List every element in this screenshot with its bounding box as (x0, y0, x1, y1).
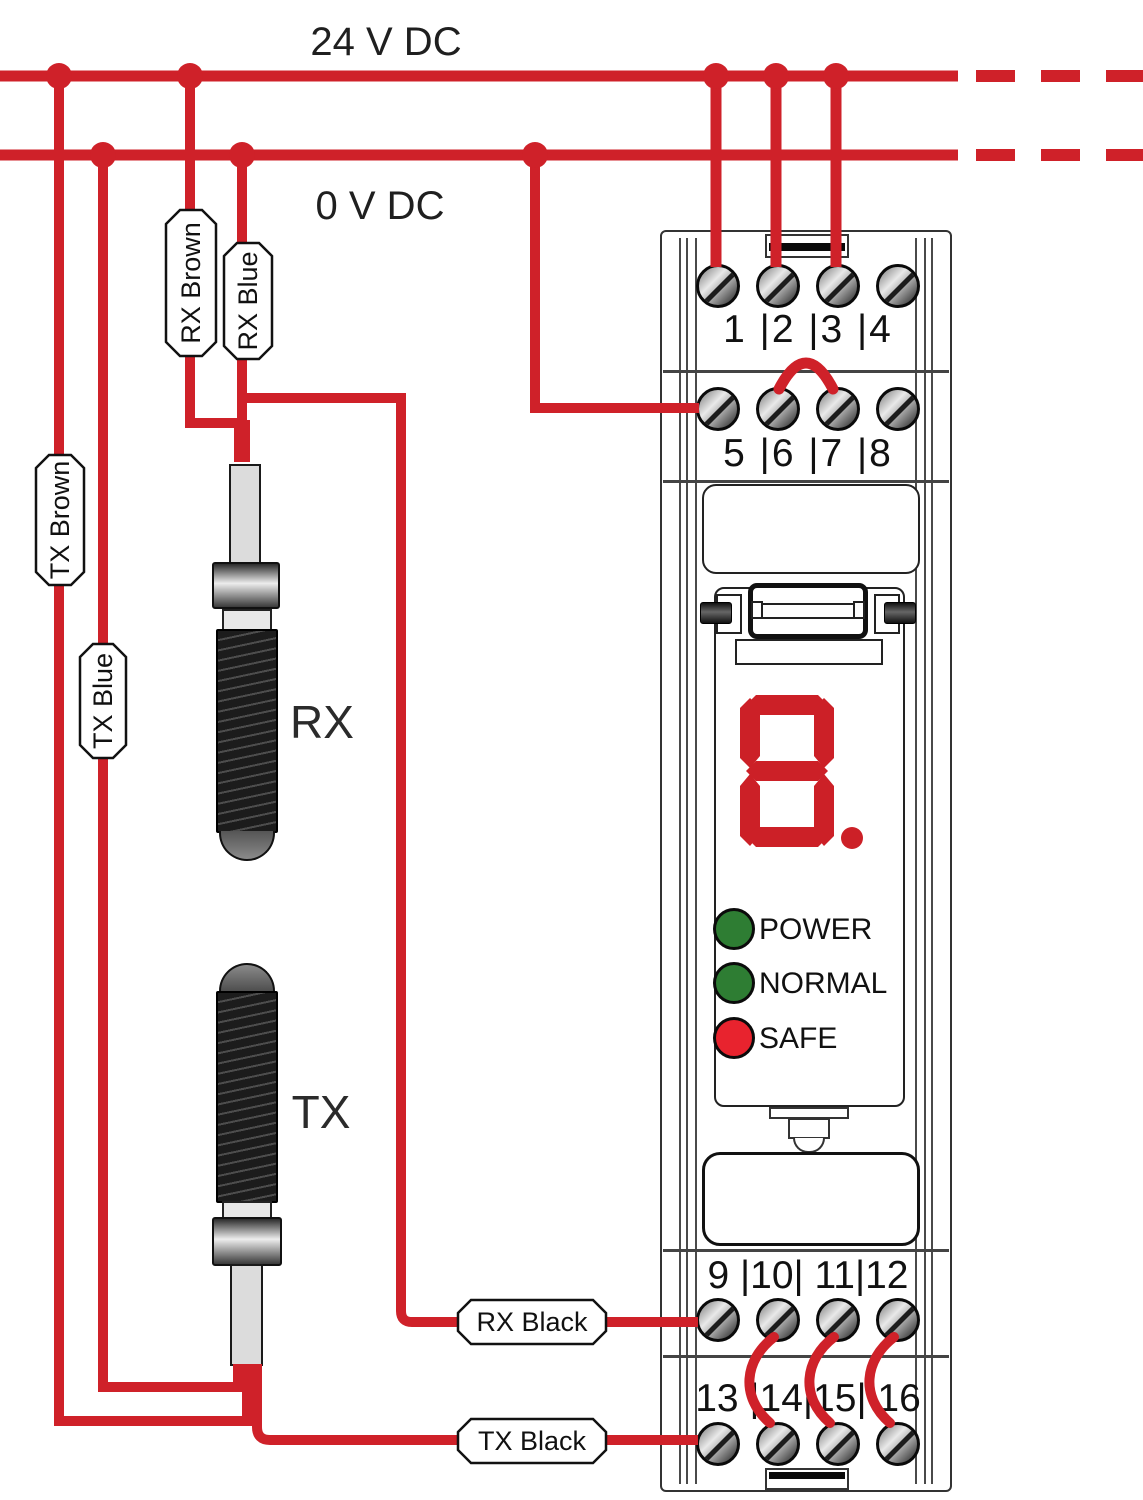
terminal-screw-4 (876, 264, 920, 308)
safe-led (713, 1017, 755, 1059)
latch-lower-bracket (735, 639, 883, 665)
rx-cable-sleeve (229, 464, 261, 564)
module-rail (679, 238, 681, 1484)
terminal-screw-14 (756, 1422, 800, 1466)
rx-black-wire (242, 393, 698, 1327)
terminal-screw-10 (756, 1298, 800, 1342)
latch-screw-right (884, 602, 916, 624)
wire-tags (34, 208, 608, 1465)
terminal-screw-7 (816, 387, 860, 431)
rx-threaded-body (216, 629, 278, 833)
tx-black-tag-label: TX Black (478, 1426, 587, 1456)
tx-mount-band (212, 1217, 282, 1266)
rx-brown-tag (164, 208, 218, 358)
din-pull-tab (793, 1138, 825, 1153)
wire-tag-labels: RX Brown RX Blue TX Brown TX Blue RX Bla… (45, 222, 588, 1456)
terminal-numbers-9-12: 9 |10| 11|12 (707, 1254, 909, 1297)
rx-tip (219, 831, 275, 861)
tx-blue-tag-label: TX Blue (88, 653, 118, 749)
latch-notch-right (853, 601, 865, 619)
rx-black-tag (456, 1298, 608, 1346)
tx-brown-tag-label: TX Brown (45, 461, 75, 580)
section-divider (663, 370, 949, 373)
rx-neck (222, 609, 272, 631)
rx-sensor-label: RX (290, 696, 354, 748)
rx-black-tag-label: RX Black (476, 1307, 588, 1337)
module-rail (924, 238, 926, 1484)
power-led (713, 908, 755, 950)
terminal-screw-3 (816, 264, 860, 308)
latch-screw-left (700, 602, 732, 624)
tx-threaded-body (216, 991, 278, 1203)
terminal-screw-11 (816, 1298, 860, 1342)
rx-mount-band (212, 562, 280, 609)
diagram-labels: 24 V DC 0 V DC RX TX (290, 20, 462, 1138)
normal-led-label: NORMAL (759, 967, 888, 1000)
rx-brown-tag-label: RX Brown (176, 222, 206, 344)
bus-24v-label: 24 V DC (310, 20, 461, 64)
rx-blue-tag (222, 241, 274, 361)
wires (0, 70, 1143, 1445)
label-window-bottom (702, 1152, 920, 1246)
terminal-numbers-13-16: 13 |14|15| 16 (695, 1377, 921, 1420)
tx-cable-sleeve (230, 1264, 263, 1366)
tx-black-wire (252, 1364, 698, 1445)
tx-brown-tag (34, 453, 86, 587)
terminal-screw-15 (816, 1422, 860, 1466)
tx-black-tag (456, 1417, 608, 1465)
terminal-screw-8 (876, 387, 920, 431)
latch-slider (748, 583, 868, 639)
terminal-screw-9 (696, 1298, 740, 1342)
segment-digit-8 (740, 695, 863, 849)
terminal-screw-5 (696, 387, 740, 431)
section-divider (663, 1355, 949, 1358)
terminal-numbers-1-4: 1 |2 |3 |4 (723, 308, 893, 351)
din-slot-top (765, 234, 849, 258)
din-slot-bottom (765, 1468, 849, 1490)
section-divider (663, 1249, 949, 1252)
decimal-point (841, 827, 863, 849)
power-led-label: POWER (759, 913, 873, 946)
terminal-screw-16 (876, 1422, 920, 1466)
rx-blue-tag-label: RX Blue (233, 251, 263, 350)
terminal-screw-1 (696, 264, 740, 308)
section-divider (663, 480, 949, 483)
terminal-screw-13 (696, 1422, 740, 1466)
terminal-screw-6 (756, 387, 800, 431)
module-rail (686, 238, 688, 1484)
seven-segment-display (740, 692, 870, 854)
latch-notch-left (751, 601, 763, 619)
terminal-screw-2 (756, 264, 800, 308)
module-rail (915, 238, 917, 1484)
bus-0v-label: 0 V DC (316, 184, 445, 228)
tx-sensor-label: TX (292, 1086, 351, 1138)
module-rail (931, 238, 933, 1484)
label-window-top (702, 484, 920, 574)
safety-relay-module: 1 |2 |3 |4 5 |6 |7 |8 (660, 230, 952, 1492)
terminal-screw-12 (876, 1298, 920, 1342)
din-pull-tab (788, 1118, 830, 1139)
tx-tip (219, 963, 275, 993)
tx-blue-tag (78, 642, 128, 760)
normal-led (713, 962, 755, 1004)
rx-brown-wire (185, 76, 240, 428)
junction-dots (46, 63, 849, 168)
safe-led-label: SAFE (759, 1022, 838, 1055)
terminal-numbers-5-8: 5 |6 |7 |8 (723, 432, 893, 475)
